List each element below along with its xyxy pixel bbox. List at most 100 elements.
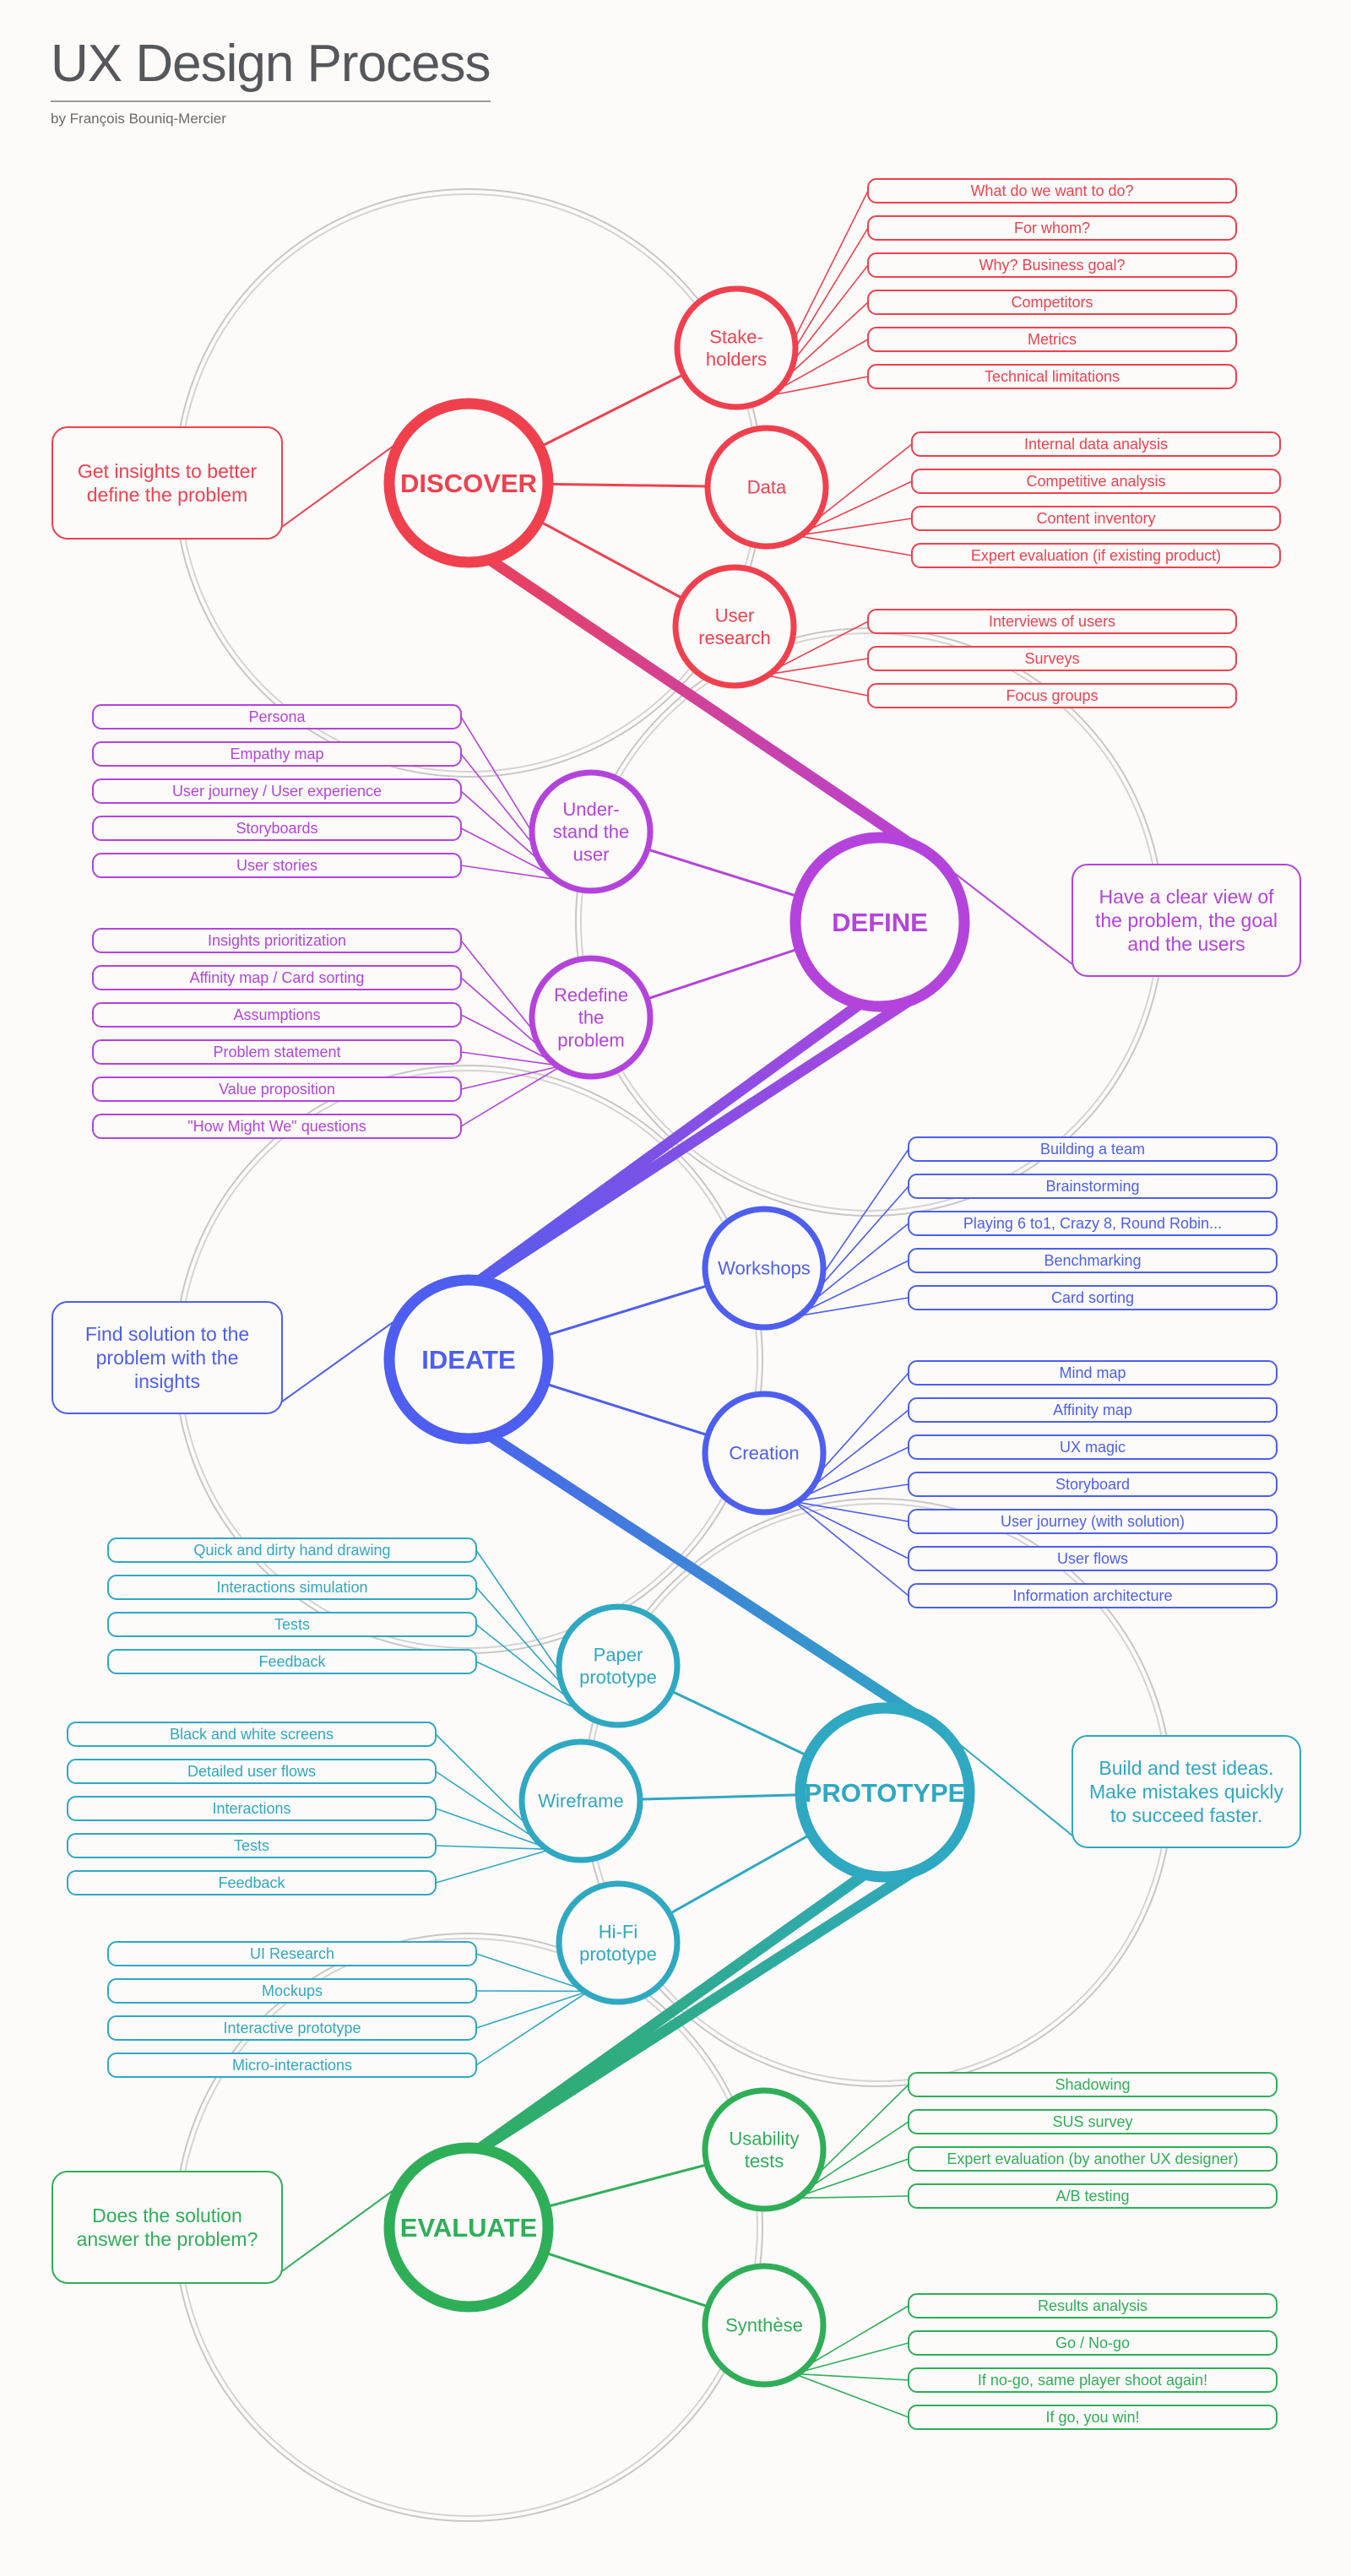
item-pill[interactable]: Interactions [67, 1796, 552, 1851]
item-pill[interactable]: Problem statement [92, 1039, 562, 1067]
item-pill[interactable]: Interactive prototype [107, 1990, 589, 2041]
item-pill[interactable]: If no-go, same player shoot again! [793, 2367, 1278, 2393]
item-pill[interactable]: Content inventory [795, 506, 1281, 537]
item-label: Mockups [262, 1982, 323, 1999]
item-pill[interactable]: "How Might We" questions [92, 1065, 562, 1139]
item-pill-box [67, 1833, 437, 1858]
item-label: User flows [1057, 1550, 1128, 1567]
item-pill[interactable]: Results analysis [793, 2293, 1278, 2375]
item-label: Storyboard [1055, 1476, 1130, 1493]
item-pill-box [92, 741, 462, 767]
step-connector [547, 482, 708, 488]
item-pill[interactable]: Why? Business goal? [765, 252, 1237, 397]
step-circle [529, 769, 654, 894]
item-pill[interactable]: Persona [92, 704, 562, 881]
item-pill[interactable]: Insights prioritization [92, 928, 562, 1066]
item-pill[interactable]: SUS survey [793, 2109, 1278, 2199]
item-pill[interactable]: Tests [67, 1833, 552, 1858]
step-label: Synthèse [725, 2315, 803, 2336]
item-label: For whom? [1014, 220, 1090, 236]
description-text: and the users [1127, 933, 1245, 955]
item-pill[interactable]: Information architecture [793, 1500, 1278, 1608]
item-pill[interactable]: Surveys [763, 646, 1237, 676]
item-pill[interactable]: UI Research [107, 1941, 589, 1993]
item-pill[interactable]: Mind map [793, 1360, 1278, 1502]
step-node[interactable]: What do we want to do?For whom? Why? Busi… [539, 178, 1237, 448]
item-connector [460, 1065, 562, 1127]
step-label: research [698, 627, 771, 648]
item-pill[interactable]: User flows [793, 1500, 1278, 1571]
item-pill[interactable]: Focus groups [763, 674, 1237, 708]
phase-node[interactable]: DEFINE [789, 832, 970, 1012]
step-connector [539, 373, 685, 448]
item-label: Brainstorming [1045, 1178, 1139, 1195]
phase-node[interactable]: PROTOTYPE [795, 1702, 975, 1883]
item-pill[interactable]: Storyboards [92, 816, 562, 881]
item-pill[interactable]: UX magic [793, 1434, 1278, 1503]
item-pill-box [867, 178, 1237, 203]
step-label: Stake- [709, 326, 763, 347]
item-label: Insights prioritization [208, 932, 346, 949]
item-pill[interactable]: Feedback [107, 1649, 589, 1716]
item-pill[interactable]: User journey / User experience [92, 778, 562, 881]
item-pill[interactable]: User stories [92, 853, 562, 881]
item-pill[interactable]: Metrics [765, 327, 1237, 398]
step-circle [556, 1880, 681, 2005]
item-connector [763, 658, 869, 676]
item-pill[interactable]: Affinity map / Card sorting [92, 965, 562, 1067]
phase-node[interactable]: IDEATE [383, 1274, 554, 1445]
item-pill[interactable]: Interviews of users [763, 609, 1237, 676]
item-pill[interactable]: Micro-interactions [107, 1990, 589, 2078]
item-pill-box [908, 2183, 1278, 2209]
item-pill[interactable]: Quick and dirty hand drawing [107, 1537, 589, 1715]
item-pill[interactable]: Internal data analysis [795, 431, 1281, 537]
step-node[interactable]: Quick and dirty hand drawingInteractions… [107, 1537, 810, 1758]
phase-node[interactable]: EVALUATE [383, 2142, 554, 2313]
item-pill[interactable]: Tests [107, 1612, 589, 1716]
item-pill[interactable]: What do we want to do? [765, 178, 1237, 397]
item-pill[interactable]: Expert evaluation (by another UX designe… [793, 2146, 1278, 2199]
item-pill[interactable]: Black and white screens [67, 1722, 552, 1850]
step-connector [544, 1381, 708, 1437]
item-label: User journey / User experience [172, 783, 382, 800]
item-pill[interactable]: Benchmarking [793, 1248, 1278, 1318]
item-pill[interactable]: If go, you win! [793, 2373, 1278, 2430]
item-pill[interactable]: Empathy map [92, 741, 562, 881]
item-pill-box [908, 1211, 1278, 1236]
item-connector [793, 1260, 909, 1318]
item-label: Persona [248, 708, 306, 725]
item-pill[interactable]: Competitive analysis [795, 469, 1281, 537]
phase-node[interactable]: DISCOVER [383, 398, 554, 568]
item-pill[interactable]: Storyboard [793, 1472, 1278, 1503]
item-pill[interactable]: A/B testing [793, 2183, 1278, 2209]
item-pill[interactable]: Feedback [67, 1848, 552, 1895]
item-pill[interactable]: Mockups [107, 1978, 589, 2004]
item-pill[interactable]: Expert evaluation (if existing product) [795, 534, 1281, 568]
item-label: Results analysis [1038, 2297, 1148, 2314]
item-pill-box [107, 2053, 477, 2078]
item-pill-box [867, 364, 1237, 389]
step-connector [647, 848, 800, 898]
item-label: If no-go, same player shoot again! [978, 2372, 1207, 2389]
item-label: "How Might We" questions [187, 1118, 366, 1135]
item-pill[interactable]: User journey (with solution) [793, 1500, 1278, 1534]
item-label: Why? Business goal? [979, 257, 1125, 274]
item-pill[interactable]: Shadowing [793, 2072, 1278, 2199]
step-circle [702, 1391, 827, 1516]
item-pill[interactable]: Go / No-go [793, 2330, 1278, 2375]
page-title: UX Design Process [51, 34, 491, 102]
item-pill[interactable]: Technical limitations [765, 364, 1237, 398]
item-pill[interactable]: Value proposition [92, 1065, 562, 1102]
item-pill[interactable]: Card sorting [793, 1285, 1278, 1318]
